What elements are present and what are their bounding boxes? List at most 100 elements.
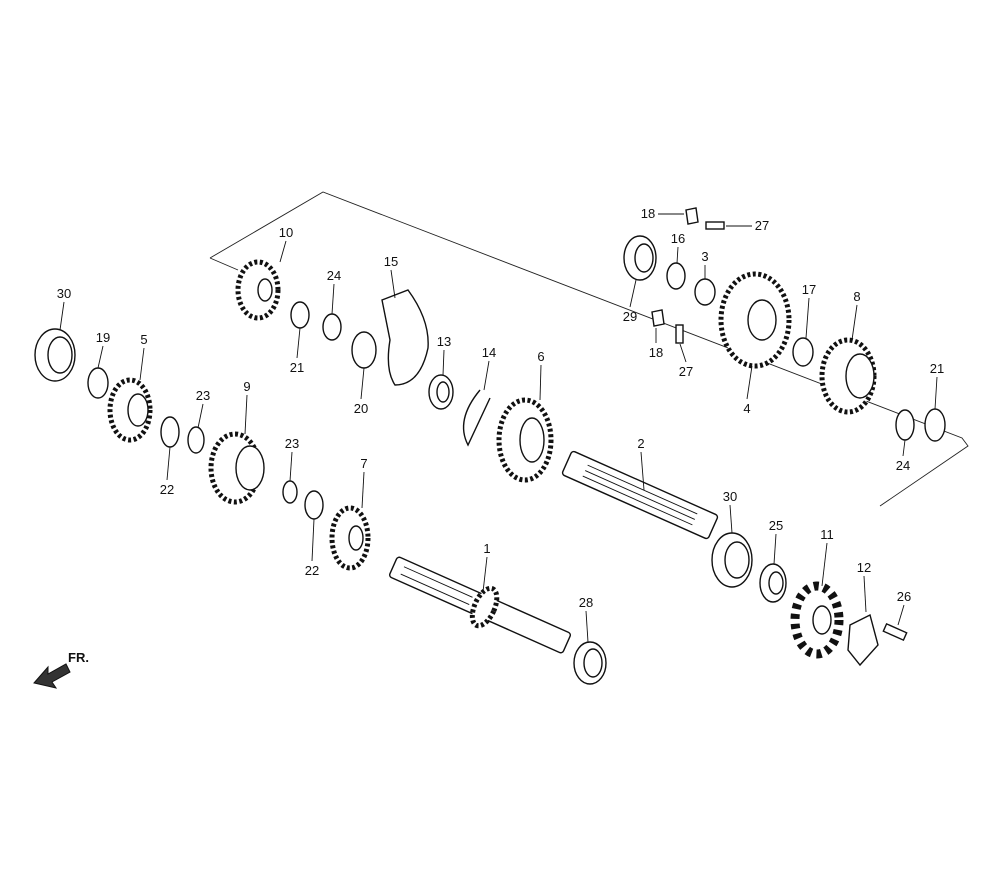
clip-14 [462,389,491,447]
leader-line [390,269,396,299]
callout-23: 23 [285,436,299,482]
callout-number: 11 [820,527,834,542]
callout-number: 20 [354,401,368,416]
leader-line [311,518,315,562]
callout-number: 30 [723,489,737,504]
callout-16: 16 [671,231,685,264]
washer-21-b [924,408,946,442]
callout-number: 28 [579,595,593,610]
gear-9 [208,431,265,505]
callout-number: 4 [743,401,750,416]
callout-19: 19 [96,330,110,369]
bearing-29 [623,235,657,281]
plate-18-b [651,309,665,327]
callout-number: 12 [857,560,871,575]
clip-24-b [895,409,915,441]
callout-15: 15 [384,254,398,299]
callout-24: 24 [327,268,341,315]
leader-line [902,439,906,457]
washer-19 [87,367,109,399]
callout-number: 19 [96,330,110,345]
leader-line [679,343,687,363]
callout-number: 13 [437,334,451,349]
leader-line [139,347,145,381]
leader-line [197,403,204,429]
callout-number: 30 [57,286,71,301]
bearing-13 [428,374,454,410]
bolt-26 [882,622,908,642]
washer-21-a [290,301,310,329]
leader-line [746,365,753,400]
callout-number: 24 [327,268,341,283]
callout-4: 4 [743,365,753,416]
gear-4 [718,271,792,369]
callout-number: 23 [285,436,299,451]
collar-3 [694,278,716,306]
callout-22: 22 [160,446,174,497]
washer-22-a [160,416,180,448]
plate-15 [381,289,429,386]
callout-8: 8 [851,289,861,341]
callout-number: 1 [483,541,490,556]
clip-24-a [322,313,342,341]
callout-number: 27 [755,218,769,233]
washer-17 [792,337,814,367]
gear-6 [496,397,554,483]
leader-line [289,451,293,482]
callout-number: 21 [930,361,944,376]
callout-number: 15 [384,254,398,269]
callout-7: 7 [360,456,368,509]
mainshaft-1 [388,556,572,654]
leader-line [805,297,810,339]
collar-16 [666,262,686,290]
leader-line [59,301,65,331]
callout-number: 18 [641,206,655,221]
leader-line [585,610,589,643]
callout-30: 30 [723,489,737,534]
leader-line [676,246,679,264]
callout-number: 2 [637,436,644,451]
gear-8 [819,337,877,415]
callout-number: 18 [649,345,663,360]
leader-line [629,279,637,308]
callout-27: 27 [726,218,769,233]
callout-30: 30 [57,286,71,331]
callout-number: 7 [360,456,367,471]
callout-27: 27 [679,343,693,379]
callout-21: 21 [290,327,304,375]
callout-number: 21 [290,360,304,375]
callout-number: 27 [679,364,693,379]
sprocket-11 [790,581,844,659]
washer-20 [351,331,377,369]
callout-number: 10 [279,225,293,240]
front-label: FR. [68,650,89,665]
callout-number: 22 [305,563,319,578]
leader-line [361,471,365,509]
callout-10: 10 [279,225,293,263]
leader-line [97,345,104,369]
clip-23-a [187,426,205,454]
callout-number: 8 [853,289,860,304]
callout-number: 16 [671,231,685,246]
leader-line [244,394,248,435]
bearing-30-right [711,532,753,588]
bearing-28 [573,641,607,685]
callout-number: 9 [243,379,250,394]
countershaft-2 [561,450,719,540]
callout-number: 23 [196,388,210,403]
leader-line [296,327,301,359]
callout-13: 13 [437,334,451,376]
leader-line [279,240,287,263]
leader-line [934,376,938,410]
leader-line [442,349,445,376]
callout-number: 5 [140,332,147,347]
callout-number: 24 [896,458,910,473]
callout-24: 24 [896,439,910,473]
leader-line [821,542,828,587]
front-direction-arrow: FR. [33,650,89,689]
callout-23: 23 [196,388,210,429]
callout-number: 6 [537,349,544,364]
callout-3: 3 [701,249,709,279]
bearing-25 [759,563,787,603]
